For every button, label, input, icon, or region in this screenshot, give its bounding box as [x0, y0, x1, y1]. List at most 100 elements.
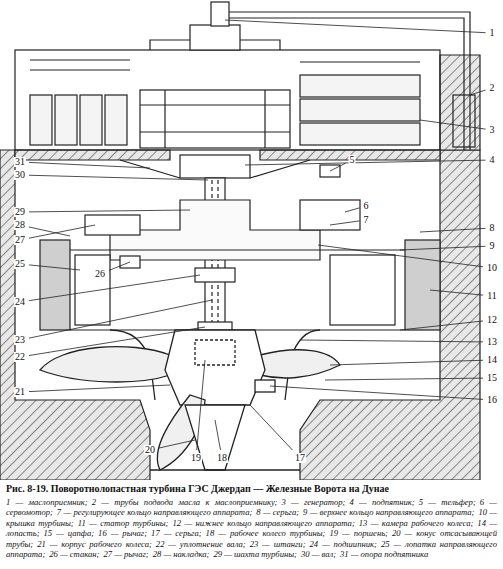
callout-number: 20: [144, 445, 156, 455]
oil-head: [229, 12, 470, 150]
runner: [185, 405, 245, 470]
leader-line: [109, 262, 130, 270]
oil-head: [211, 2, 475, 150]
callout-number: 18: [216, 453, 228, 463]
guide-vanes: [70, 250, 405, 330]
leader-line: [420, 120, 486, 129]
callout-number: 11: [486, 291, 498, 301]
figure-caption: Рис. 8-19. Поворотнолопастная турбина ГЭ…: [6, 483, 497, 495]
key-entry: 2 — трубы подвода масла к маслоприемнику…: [92, 497, 278, 507]
leader-line: [29, 327, 205, 356]
callout-number: 4: [489, 155, 496, 165]
key-entry: 16 — рычаг;: [98, 528, 147, 538]
generator: [300, 99, 420, 121]
callout-number: 25: [14, 259, 26, 269]
callout-number: 5: [349, 155, 356, 165]
turbine-cover: [300, 200, 360, 230]
key-entry: 12 — нижнее кольцо направляющего аппарат…: [172, 518, 354, 528]
generator: [30, 95, 52, 145]
leader-line: [29, 275, 200, 301]
key-entry: 17 — серьга;: [151, 528, 202, 538]
leader-line: [159, 440, 195, 448]
key-entry: 7 — регулирующее кольцо направляющего ап…: [57, 507, 252, 517]
key-entry: 22 — уплотнение вала;: [156, 539, 246, 549]
callout-number: 14: [486, 355, 498, 365]
generator: [80, 95, 102, 145]
key-entry: 9 — верхнее кольцо направляющего аппарат…: [303, 507, 474, 517]
leader-line: [245, 160, 486, 165]
generator: [15, 50, 440, 150]
leader-line: [300, 340, 483, 342]
leader-line: [29, 385, 170, 392]
callout-number: 15: [486, 373, 498, 383]
concrete: [0, 150, 150, 480]
leader-line: [29, 210, 190, 212]
turbine-drawing: [0, 0, 503, 480]
leader-line: [29, 225, 95, 238]
concrete: [0, 55, 480, 480]
callout-number: 9: [489, 241, 496, 251]
callout-number: 10: [486, 263, 498, 273]
leader-line: [29, 227, 70, 236]
callout-number: 17: [294, 453, 306, 463]
callout-number: 29: [14, 207, 26, 217]
callout-number: 3: [489, 125, 496, 135]
callout-number: 8: [489, 223, 496, 233]
callout-number: 13: [486, 337, 498, 347]
leader-line: [430, 290, 483, 295]
leader-line: [215, 420, 221, 450]
callout-number: 26: [94, 269, 106, 279]
thrust-bearing: [120, 160, 310, 178]
leader-line: [330, 163, 346, 171]
runner: [165, 330, 265, 405]
runner: [40, 330, 340, 470]
concrete: [300, 150, 480, 480]
leader-line: [250, 405, 292, 450]
guide-vanes: [75, 255, 110, 325]
leader-line: [270, 386, 483, 399]
leader-line: [325, 378, 483, 380]
runner: [195, 340, 235, 365]
key-entry: 4 — подпятник;: [349, 497, 414, 507]
key-block: 1 — маслоприемник; 2 — трубы подвода масл…: [6, 497, 497, 559]
thrust-bearing: [180, 155, 250, 178]
callout-number: 31: [14, 157, 26, 167]
callout-number: 19: [190, 453, 202, 463]
generator: [15, 25, 440, 150]
callout-number: 30: [14, 170, 26, 180]
leader-line: [470, 90, 486, 95]
callout-number: 24: [14, 297, 26, 307]
callout-number: 27: [14, 235, 26, 245]
callout-number: 16: [486, 395, 498, 405]
key-entry: 1 — маслоприемник;: [6, 497, 88, 507]
generator: [190, 25, 240, 50]
leader-line: [225, 20, 486, 33]
key-entry: 15 — цапфа;: [44, 528, 95, 538]
callout-number: 21: [14, 387, 26, 397]
guide-vanes: [70, 250, 405, 330]
leader-line: [29, 265, 80, 270]
leader-line: [318, 245, 483, 267]
oil-head: [211, 2, 229, 26]
generator: [30, 60, 420, 70]
leader-line: [330, 360, 483, 365]
leader-lines: [29, 20, 486, 450]
callout-number: 28: [14, 220, 26, 230]
generator: [300, 123, 420, 145]
key-entry: 13 — камера рабочего колеса;: [359, 518, 474, 528]
leader-line: [197, 360, 205, 450]
stator: [40, 240, 70, 330]
callout-number: 1: [489, 28, 496, 38]
key-entry: 26 — стакан;: [49, 549, 99, 559]
concrete: [440, 55, 480, 150]
shaft: [195, 268, 235, 282]
key-entry: 30 — вал;: [301, 549, 336, 559]
generator: [140, 90, 290, 148]
concrete: [15, 150, 170, 160]
leader-line: [400, 321, 483, 330]
key-entry: 28 — накладка;: [153, 549, 210, 559]
generator: [105, 95, 127, 145]
key-entry: 8 — серьга;: [256, 507, 299, 517]
key-entry: 21 — корпус рабочего колеса;: [37, 539, 152, 549]
